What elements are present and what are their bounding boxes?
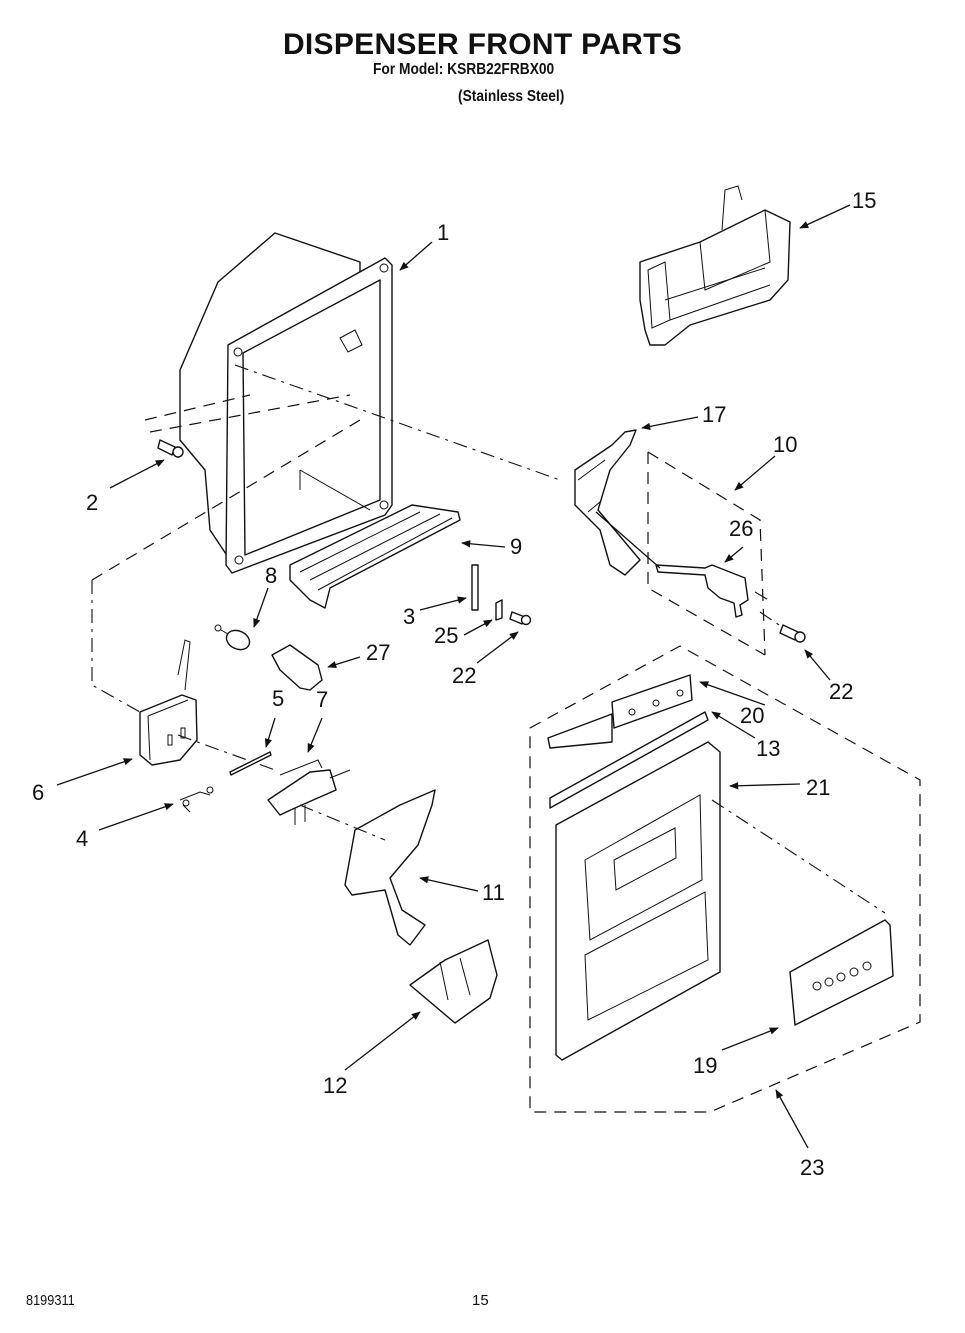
model-line: For Model: KSRB22FRBX00 bbox=[373, 61, 555, 78]
connector-line bbox=[91, 580, 141, 713]
callout-25: 25 bbox=[434, 623, 458, 648]
callout-4: 4 bbox=[76, 826, 88, 851]
document-number: 8199311 bbox=[26, 1292, 75, 1309]
callout-20: 20 bbox=[740, 703, 764, 728]
part-20-circuit-board[interactable] bbox=[547, 674, 693, 749]
callout-5: 5 bbox=[272, 686, 284, 711]
callout-22-right: 22 bbox=[829, 679, 853, 704]
part-26-lever-arm[interactable] bbox=[595, 511, 749, 618]
part-9-drip-tray[interactable] bbox=[289, 504, 461, 609]
part-21-dispenser-front[interactable] bbox=[555, 741, 886, 1061]
part-12-ice-chute[interactable] bbox=[409, 939, 498, 1024]
callout-3: 3 bbox=[403, 604, 415, 629]
part-15-control-module[interactable] bbox=[639, 185, 791, 346]
callout-27: 27 bbox=[366, 640, 390, 665]
part-4-spring[interactable] bbox=[179, 786, 214, 813]
callout-8: 8 bbox=[265, 563, 277, 588]
callout-26: 26 bbox=[729, 516, 753, 541]
part-22-screw-center[interactable] bbox=[509, 611, 532, 626]
page-title: DISPENSER FRONT PARTS bbox=[282, 28, 683, 61]
callout-2: 2 bbox=[86, 490, 98, 515]
leader-lines bbox=[56, 204, 851, 1149]
callout-21: 21 bbox=[806, 775, 830, 800]
connector-line bbox=[91, 419, 361, 581]
callout-7: 7 bbox=[316, 687, 328, 712]
part-5-pin[interactable] bbox=[229, 751, 272, 776]
callout-10: 10 bbox=[773, 432, 797, 457]
part-3-switch-actuator[interactable] bbox=[471, 564, 479, 611]
callout-17: 17 bbox=[702, 402, 726, 427]
connector-line bbox=[144, 394, 351, 433]
callout-13: 13 bbox=[756, 736, 780, 761]
part-19-control-panel[interactable] bbox=[789, 919, 894, 1026]
callout-19: 19 bbox=[693, 1053, 717, 1078]
callout-22-center: 22 bbox=[452, 663, 476, 688]
callout-6: 6 bbox=[32, 780, 44, 805]
callout-9: 9 bbox=[510, 534, 522, 559]
callout-23: 23 bbox=[800, 1155, 824, 1180]
part-23-assembly-outline bbox=[529, 645, 921, 1113]
part-25-clip[interactable] bbox=[495, 599, 503, 621]
part-2-screw[interactable] bbox=[157, 439, 184, 458]
part-22-screw-right[interactable] bbox=[754, 591, 806, 643]
part-1-dispenser-housing[interactable] bbox=[179, 232, 393, 574]
part-8-lamp[interactable] bbox=[214, 624, 253, 653]
callout-15: 15 bbox=[852, 188, 876, 213]
callout-12: 12 bbox=[323, 1073, 347, 1098]
part-11-ice-lever[interactable] bbox=[299, 789, 436, 946]
part-17-water-lever[interactable] bbox=[574, 429, 641, 576]
part-13-strip[interactable] bbox=[549, 711, 709, 809]
callout-1: 1 bbox=[437, 220, 449, 245]
callout-11: 11 bbox=[482, 880, 505, 905]
part-27-lamp-cover[interactable] bbox=[271, 644, 323, 691]
page-number: 15 bbox=[472, 1292, 489, 1309]
part-7-lever-bracket[interactable] bbox=[267, 759, 351, 825]
part-6-switch-housing[interactable] bbox=[139, 639, 276, 771]
part-10-assembly-outline bbox=[647, 451, 766, 656]
finish-line: (Stainless Steel) bbox=[458, 88, 565, 105]
